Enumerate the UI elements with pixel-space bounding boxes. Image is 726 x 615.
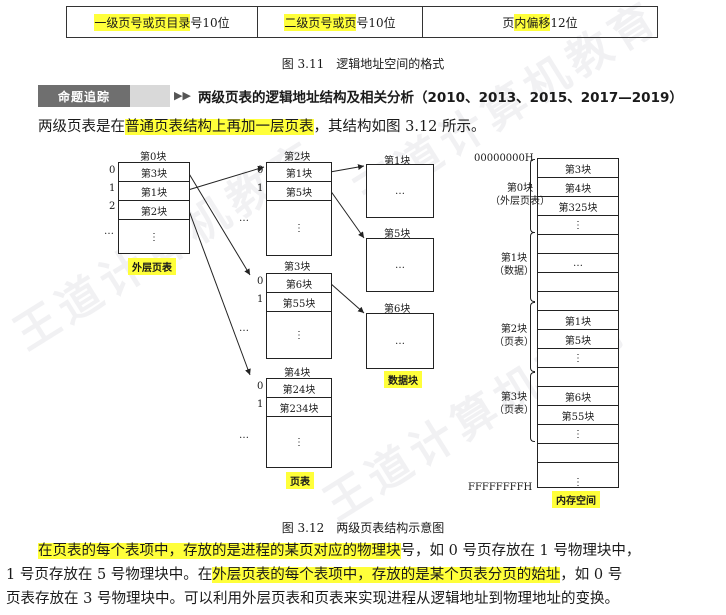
topic-title: 两级页表的逻辑地址结构及相关分析（2010、2013、2015、2017—201…	[198, 90, 683, 106]
memory-row: 第3块	[538, 159, 618, 178]
play-arrow-icon: ▶▶	[174, 89, 191, 102]
index-label: 1	[257, 183, 264, 194]
memory-start-address: 00000000H	[474, 153, 534, 164]
memory-row: 第55块	[538, 406, 618, 425]
arrow-pt3-data6	[329, 282, 365, 314]
data-block-title: 第5块	[384, 229, 411, 240]
table-row: 第55块	[267, 293, 331, 312]
arrow-outer1-pt2	[187, 165, 265, 191]
table-row: ⋮	[294, 329, 304, 341]
pt4-title: 第4块	[284, 368, 311, 379]
format-cell-level1: 一级页号或页目录号10位	[67, 7, 258, 37]
table-row: 第234块	[267, 398, 331, 417]
memory-row	[538, 235, 618, 254]
memory-row: ⋮	[538, 425, 618, 444]
table-row: 第1块	[119, 182, 189, 201]
memory-row	[538, 273, 618, 292]
table-row: 第24块	[267, 379, 331, 398]
table-row: 第1块	[267, 163, 331, 182]
memory-space-label: 内存空间	[552, 491, 600, 508]
index-label: 0	[257, 381, 264, 392]
memory-row: 第1块	[538, 311, 618, 330]
memory-row: 第5块	[538, 330, 618, 349]
figure-3-12-caption: 图 3.12 两级页表结构示意图	[281, 521, 445, 535]
memory-row	[538, 368, 618, 387]
memory-row	[538, 292, 618, 311]
pt3-title: 第3块	[284, 262, 311, 273]
memory-row	[538, 444, 618, 463]
table-row: 第6块	[267, 274, 331, 293]
arrow-pt2-data1	[329, 164, 365, 173]
memory-row: ⋮	[538, 349, 618, 368]
index-label: 2	[109, 201, 116, 212]
outer-page-table: 第3块 第1块 第2块 ⋮	[118, 162, 190, 254]
data-block-title: 第1块	[384, 156, 411, 167]
memory-group3-label: 第3块（页表）	[494, 392, 534, 416]
body-line-2: 1 号页存放在 5 号物理块中。在外层页表的每个表项中，存放的是某个页表分页的始…	[6, 567, 623, 583]
outer-table-title: 第0块	[140, 152, 167, 163]
index-label: 0	[257, 276, 264, 287]
index-label: 1	[257, 294, 264, 305]
memory-row: 第325块	[538, 197, 618, 216]
data-block-6: …	[366, 313, 434, 369]
memory-group0-label: 第0块（外层页表）	[490, 183, 550, 207]
arrow-outer2-pt4	[187, 207, 251, 376]
topic-badge-tail	[130, 85, 170, 107]
table-row: ⋮	[294, 436, 304, 448]
table-row: ⋮	[149, 231, 159, 243]
memory-group2-label: 第2块（页表）	[494, 324, 534, 348]
index-label: 0	[109, 165, 116, 176]
memory-group1-label: 第1块（数据）	[494, 253, 534, 277]
ellipsis: …	[239, 213, 249, 224]
table-row: 第5块	[267, 182, 331, 201]
page-table-label: 页表	[286, 472, 314, 489]
data-block-1: …	[366, 164, 434, 218]
ellipsis: …	[239, 430, 249, 441]
brace	[530, 232, 535, 302]
page-table-4: 第24块 第234块 ⋮	[266, 378, 332, 468]
memory-row: ⋮	[573, 476, 583, 488]
ellipsis: …	[239, 323, 249, 334]
index-label: 1	[257, 399, 264, 410]
memory-row: ⋮	[538, 216, 618, 235]
table-row: 第3块	[119, 163, 189, 182]
memory-row: …	[538, 254, 618, 273]
topic-bar: 命题追踪 ▶▶ 两级页表的逻辑地址结构及相关分析（2010、2013、2015、…	[38, 85, 698, 107]
ellipsis: …	[104, 226, 114, 237]
table-row: 第2块	[119, 201, 189, 220]
data-block-title: 第6块	[384, 304, 411, 315]
brace	[530, 302, 535, 372]
figure-3-11-caption: 图 3.11 逻辑地址空间的格式	[281, 57, 445, 71]
table-row: ⋮	[294, 222, 304, 234]
memory-row: 第6块	[538, 387, 618, 406]
brace	[530, 372, 535, 442]
page-table-3: 第6块 第55块 ⋮	[266, 273, 332, 359]
outer-table-label: 外层页表	[128, 258, 176, 275]
format-cell-level2: 二级页号或页号10位	[258, 7, 423, 37]
pt2-title: 第2块	[284, 152, 311, 163]
arrow-outer0-pt3	[187, 171, 251, 276]
topic-badge: 命题追踪	[38, 85, 130, 107]
body-line-3: 页表存放在 3 号物理块中。可以利用外层页表和页表来实现进程从逻辑地址到物理地址…	[6, 591, 619, 607]
memory-row: 第4块	[538, 178, 618, 197]
index-label: 1	[109, 183, 116, 194]
memory-space: 第3块 第4块 第325块 ⋮ … 第1块 第5块 ⋮ 第6块 第55块 ⋮ ⋮	[537, 158, 619, 488]
page-table-2: 第1块 第5块 ⋮	[266, 162, 332, 256]
memory-end-address: FFFFFFFFH	[468, 482, 533, 493]
intro-paragraph: 两级页表是在普通页表结构上再加一层页表，其结构如图 3.12 所示。	[38, 119, 486, 135]
arrow-pt2-data5	[329, 189, 365, 239]
data-block-label: 数据块	[384, 371, 422, 388]
index-label: 0	[257, 165, 264, 176]
body-line-1: 在页表的每个表项中，存放的是进程的某页对应的物理块号，如 0 号页存放在 1 号…	[38, 543, 641, 559]
data-block-5: …	[366, 238, 434, 292]
